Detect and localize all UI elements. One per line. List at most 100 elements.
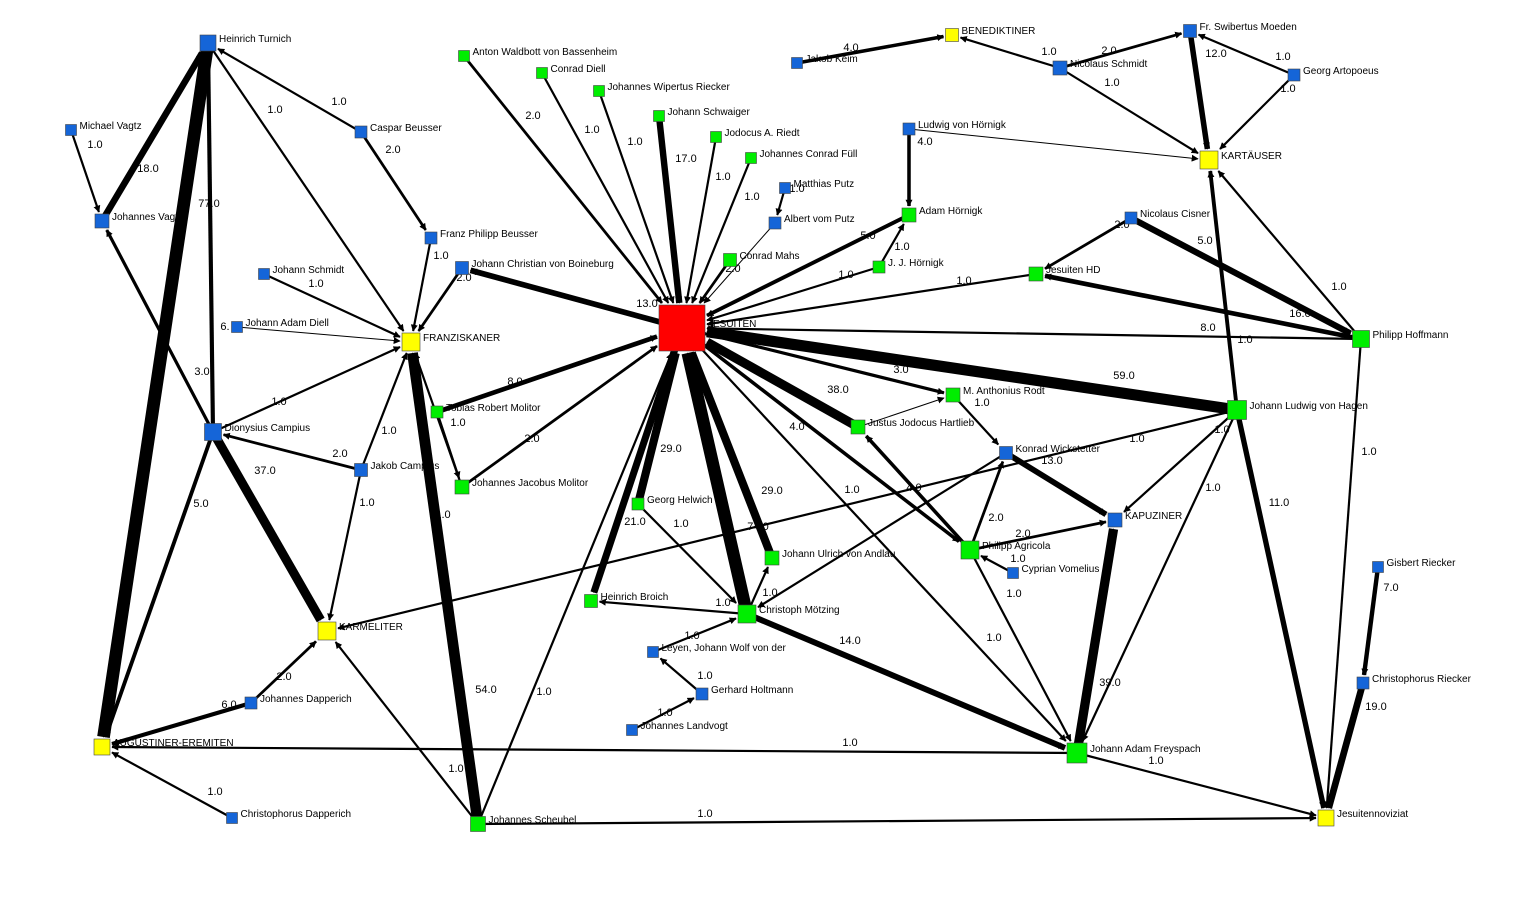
node-tobias-robert-molitor[interactable]: Tobias Robert Molitor bbox=[430, 403, 541, 419]
node-christophorus-riecker[interactable]: Christophorus Riecker bbox=[1356, 674, 1472, 690]
node-square[interactable] bbox=[401, 332, 421, 352]
node-square[interactable] bbox=[1317, 809, 1335, 827]
node-nicolaus-schmidt[interactable]: Nicolaus Schmidt bbox=[1052, 59, 1147, 76]
node-jesuiten[interactable]: JESUITEN bbox=[658, 304, 756, 352]
node-square[interactable] bbox=[745, 152, 757, 164]
node-johann-adam-diell[interactable]: Johann Adam Diell bbox=[231, 318, 329, 333]
node-square[interactable] bbox=[94, 213, 110, 229]
node-square[interactable] bbox=[872, 260, 886, 274]
node-square[interactable] bbox=[658, 304, 706, 352]
node-square[interactable] bbox=[901, 207, 917, 223]
node-square[interactable] bbox=[470, 816, 486, 832]
node-square[interactable] bbox=[779, 182, 791, 194]
node-square[interactable] bbox=[244, 696, 258, 710]
node-conrad-mahs[interactable]: Conrad Mahs bbox=[723, 251, 800, 267]
node-square[interactable] bbox=[764, 550, 780, 566]
node-square[interactable] bbox=[999, 446, 1013, 460]
node-johann-ulrich-andlau[interactable]: Johann Ulrich von Andlau bbox=[764, 549, 895, 566]
node-gisbert-riecker[interactable]: Gisbert Riecker bbox=[1372, 558, 1457, 573]
node-square[interactable] bbox=[723, 253, 737, 267]
node-square[interactable] bbox=[1199, 150, 1219, 170]
node-anton-waldbott[interactable]: Anton Waldbott von Bassenheim bbox=[458, 47, 618, 62]
node-matthias-putz[interactable]: Matthias Putz bbox=[779, 179, 855, 194]
node-jesuiten-hd[interactable]: Jesuiten HD bbox=[1028, 265, 1100, 282]
node-square[interactable] bbox=[231, 321, 243, 333]
node-cyprian-vomelius[interactable]: Cyprian Vomelius bbox=[1007, 564, 1100, 579]
node-adam-hoernigk[interactable]: Adam Hörnigk bbox=[901, 206, 983, 223]
node-square[interactable] bbox=[850, 419, 866, 435]
node-square[interactable] bbox=[768, 216, 782, 230]
node-kartaeuser[interactable]: KARTÄUSER bbox=[1199, 150, 1282, 170]
node-jesuitennoviziat[interactable]: Jesuitennoviziat bbox=[1317, 809, 1408, 827]
node-square[interactable] bbox=[945, 387, 961, 403]
node-franziskaner[interactable]: FRANZISKANER bbox=[401, 332, 500, 352]
node-kapuziner[interactable]: KAPUZINER bbox=[1107, 511, 1182, 528]
node-franz-philipp-beusser[interactable]: Franz Philipp Beusser bbox=[424, 229, 538, 245]
node-square[interactable] bbox=[354, 463, 368, 477]
node-square[interactable] bbox=[626, 724, 638, 736]
node-heinrich-turnich[interactable]: Heinrich Turnich bbox=[199, 34, 291, 52]
node-johannes-wipertus-riecker[interactable]: Johannes Wipertus Riecker bbox=[593, 82, 731, 97]
node-augustiner-eremiten[interactable]: AUGUSTINER-EREMITEN bbox=[93, 738, 234, 756]
node-albert-vom-putz[interactable]: Albert vom Putz bbox=[768, 214, 855, 230]
node-square[interactable] bbox=[593, 85, 605, 97]
node-georg-helwich[interactable]: Georg Helwich bbox=[631, 495, 713, 511]
node-christophorus-dapperich[interactable]: Christophorus Dapperich bbox=[226, 809, 352, 824]
node-m-anthonius-rodt[interactable]: M. Anthonius Rodt bbox=[945, 386, 1045, 403]
node-square[interactable] bbox=[354, 125, 368, 139]
node-christoph-moetzing[interactable]: Christoph Mötzing bbox=[737, 604, 840, 624]
node-square[interactable] bbox=[93, 738, 111, 756]
node-karmeliter[interactable]: KARMELITER bbox=[317, 621, 403, 641]
node-jj-hoernigk[interactable]: J. J. Hörnigk bbox=[872, 258, 945, 274]
node-johannes-landvogt[interactable]: Johannes Landvogt bbox=[626, 721, 729, 736]
node-leyen-johann-wolf[interactable]: Leyen, Johann Wolf von der bbox=[647, 643, 787, 658]
node-square[interactable] bbox=[647, 646, 659, 658]
node-johann-schmidt[interactable]: Johann Schmidt bbox=[258, 265, 345, 280]
node-square[interactable] bbox=[791, 57, 803, 69]
node-square[interactable] bbox=[458, 50, 470, 62]
node-square[interactable] bbox=[536, 67, 548, 79]
node-square[interactable] bbox=[695, 687, 709, 701]
node-conrad-diell[interactable]: Conrad Diell bbox=[536, 64, 606, 79]
node-johannes-conrad-fuell[interactable]: Johannes Conrad Füll bbox=[745, 149, 858, 164]
node-square[interactable] bbox=[902, 122, 916, 136]
node-justus-hartlieb[interactable]: Justus Jodocus Hartlieb bbox=[850, 418, 975, 435]
node-johannes-vagtz[interactable]: Johannes Vagtz bbox=[94, 212, 183, 229]
node-square[interactable] bbox=[226, 812, 238, 824]
node-square[interactable] bbox=[1007, 567, 1019, 579]
node-square[interactable] bbox=[960, 540, 980, 560]
node-johann-adam-freyspach[interactable]: Johann Adam Freyspach bbox=[1066, 742, 1201, 764]
node-square[interactable] bbox=[1107, 512, 1123, 528]
node-square[interactable] bbox=[1356, 676, 1370, 690]
node-square[interactable] bbox=[424, 231, 438, 245]
node-benediktiner[interactable]: BENEDIKTINER bbox=[945, 26, 1036, 42]
node-square[interactable] bbox=[1352, 330, 1370, 348]
node-gerhard-holtmann[interactable]: Gerhard Holtmann bbox=[695, 685, 793, 701]
node-square[interactable] bbox=[1124, 211, 1138, 225]
node-jakob-campius[interactable]: Jakob Campius bbox=[354, 461, 440, 477]
node-square[interactable] bbox=[653, 110, 665, 122]
node-square[interactable] bbox=[1066, 742, 1088, 764]
node-johannes-scheubel[interactable]: Johannes Scheubel bbox=[470, 815, 577, 832]
node-philipp-hoffmann[interactable]: Philipp Hoffmann bbox=[1352, 330, 1449, 348]
node-square[interactable] bbox=[1052, 60, 1068, 76]
node-square[interactable] bbox=[199, 34, 217, 52]
node-square[interactable] bbox=[454, 479, 470, 495]
node-caspar-beusser[interactable]: Caspar Beusser bbox=[354, 123, 442, 139]
node-johannes-jacobus-molitor[interactable]: Johannes Jacobus Molitor bbox=[454, 478, 589, 495]
node-square[interactable] bbox=[945, 28, 959, 42]
node-swibertus-moeden[interactable]: Fr. Swibertus Moeden bbox=[1183, 22, 1297, 38]
node-jakob-keim[interactable]: Jakob Keim bbox=[791, 54, 858, 69]
node-square[interactable] bbox=[584, 594, 598, 608]
node-nicolaus-cisner[interactable]: Nicolaus Cisner bbox=[1124, 209, 1211, 225]
node-square[interactable] bbox=[1227, 400, 1247, 420]
node-konrad-wickstetter[interactable]: Konrad Wickstetter bbox=[999, 444, 1101, 460]
node-square[interactable] bbox=[1287, 68, 1301, 82]
node-johann-schwaiger[interactable]: Johann Schwaiger bbox=[653, 107, 751, 122]
node-johann-christian-boineburg[interactable]: Johann Christian von Boineburg bbox=[455, 259, 614, 275]
node-jodocus-riedt[interactable]: Jodocus A. Riedt bbox=[710, 128, 800, 143]
node-heinrich-broich[interactable]: Heinrich Broich bbox=[584, 592, 669, 608]
node-square[interactable] bbox=[1028, 266, 1044, 282]
node-square[interactable] bbox=[65, 124, 77, 136]
node-square[interactable] bbox=[631, 497, 645, 511]
